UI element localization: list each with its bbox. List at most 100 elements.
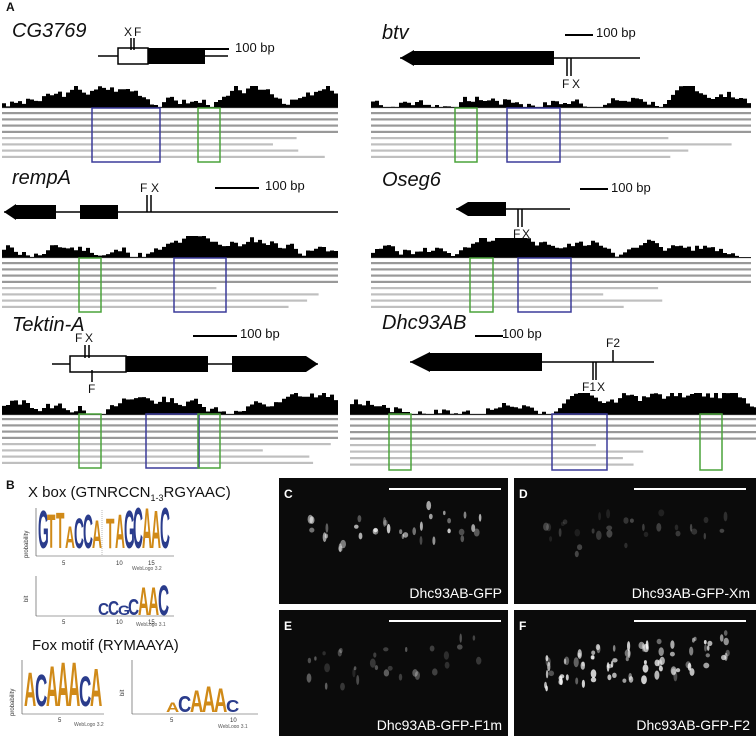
fox-title: Fox motif (RYMAAYA) xyxy=(32,637,179,654)
xbox-bit-letter-4: A xyxy=(138,581,149,625)
micrograph-c-label: Dhc93AB-GFP xyxy=(409,585,502,601)
xbox-prob-a-letter-5: C xyxy=(83,504,93,558)
xbox-prob-b-letter-5: A xyxy=(151,504,161,560)
micrograph-f-letter: F xyxy=(519,619,527,633)
gene-model-tektin-a xyxy=(52,345,318,382)
fox-prob-letter-0: A xyxy=(24,662,36,717)
xbox-prob-ylabel: probability xyxy=(24,531,30,558)
scale-label-4: 100 bp xyxy=(611,180,651,195)
micrograph-e-signal xyxy=(306,633,482,691)
conservation-histogram-0 xyxy=(2,86,338,108)
xbox-bit-tick-10: 10 xyxy=(116,620,123,626)
fox-prob-letter-2: A xyxy=(46,656,58,718)
fox-weblogo-32: WebLogo 3.2 xyxy=(74,722,104,728)
gene-model-btv xyxy=(400,50,640,76)
fox-bit-tick-5: 5 xyxy=(170,718,174,724)
xbox-highlight-5-0 xyxy=(551,413,608,471)
micrograph-d-signal xyxy=(543,509,728,558)
micrograph-f-signal xyxy=(544,630,730,692)
gene-title-btv: btv xyxy=(382,22,409,44)
gene-title-cg3769: CG3769 xyxy=(12,20,87,42)
xbox-tick-10: 10 xyxy=(116,561,123,566)
marker-rempa-x: X xyxy=(151,181,160,195)
fox-prob-letter-3: A xyxy=(57,656,69,720)
gene-models xyxy=(4,38,654,382)
scale-bar-2 xyxy=(565,34,593,36)
micrograph-e-label: Dhc93AB-GFP-F1m xyxy=(376,717,502,733)
micrograph-c-letter: C xyxy=(284,487,293,501)
conservation-histogram-4 xyxy=(2,393,338,415)
marker-tektin-f-lower: F xyxy=(88,382,96,396)
fox-bit-letter-1: C xyxy=(178,692,191,717)
xbox-prob-a-letter-4: C xyxy=(74,509,84,557)
micrograph-d-letter: D xyxy=(519,487,528,501)
xbox-bit-letter-6: C xyxy=(158,576,169,624)
xbox-tick-5: 5 xyxy=(62,561,66,566)
fox-bit-letter-4: A xyxy=(214,681,227,720)
scale-label-6: 100 bp xyxy=(502,326,542,341)
gene-title-oseg6: Oseg6 xyxy=(382,169,441,191)
fox-highlight-5-0 xyxy=(388,413,412,471)
scale-label-1: 100 bp xyxy=(235,40,275,55)
xbox-prob-b-letter-6: C xyxy=(160,504,170,560)
panel-b-letter: B xyxy=(6,478,15,492)
gene-title-dhc93ab: Dhc93AB xyxy=(382,312,467,334)
xbox-title-tail: RGYAAC) xyxy=(163,484,231,501)
xbox-bit-letter-2: G xyxy=(118,603,130,618)
marker-oseg6-f: F xyxy=(513,227,521,241)
fox-tick-5: 5 xyxy=(58,718,62,724)
gene-model-cg3769 xyxy=(98,38,228,65)
fox-highlight-1-0 xyxy=(454,107,478,163)
gene-title-rempa: rempA xyxy=(12,167,71,189)
marker-oseg6-x: X xyxy=(522,227,531,241)
fox-bit-ylabel: bit xyxy=(120,689,126,696)
scale-bar-4 xyxy=(580,188,608,190)
scale-bar-5 xyxy=(193,335,237,337)
xbox-highlight-1-0 xyxy=(506,107,561,163)
fox-bit-letter-2: A xyxy=(190,685,203,719)
conservation-histogram-1 xyxy=(371,86,751,108)
conservation-histogram-3 xyxy=(371,238,751,258)
fox-bit-letter-5: C xyxy=(226,697,239,716)
marker-tektin-x: X xyxy=(85,331,94,345)
marker-rempa-f: F xyxy=(140,181,148,195)
panel-a-letter: A xyxy=(6,0,15,14)
micrograph-e: E Dhc93AB-GFP-F1m xyxy=(279,610,508,736)
fox-bit-letter-3: A xyxy=(202,679,215,721)
fox-highlight-3-0 xyxy=(469,257,494,313)
fox-highlight-0-0 xyxy=(197,107,221,163)
xbox-prob-a-letter-6: A xyxy=(92,513,102,557)
micrograph-e-scalebar xyxy=(389,620,501,622)
fox-highlight-2-0 xyxy=(78,257,102,313)
gene-model-oseg6 xyxy=(456,202,570,227)
micrograph-f-scalebar xyxy=(634,620,746,622)
xbox-bit-tick-15: 15 xyxy=(148,620,155,626)
gene-model-rempa xyxy=(4,195,338,220)
gene-title-tektin-a: Tektin-A xyxy=(12,314,85,336)
alignment-graphics xyxy=(2,86,756,471)
fox-highlight-5-1 xyxy=(699,413,723,471)
marker-btv-f: F xyxy=(562,77,570,91)
xbox-highlight-3-0 xyxy=(517,257,572,313)
xbox-highlight-4-0 xyxy=(145,413,200,469)
fox-prob-letter-5: C xyxy=(79,668,91,715)
xbox-bit-letter-1: C xyxy=(108,597,119,619)
micrograph-c-scalebar xyxy=(389,488,501,490)
xbox-prob-b-letter-2: G xyxy=(124,504,135,560)
xbox-prob-b-letter-4: A xyxy=(142,504,152,560)
xbox-weblogo-32: WebLogo 3.2 xyxy=(132,566,162,572)
xbox-prob-a-letter-0: G xyxy=(38,504,49,560)
micrograph-c-signal xyxy=(307,500,482,553)
xbox-bit-letter-3: C xyxy=(128,595,139,621)
micrograph-f-label: Dhc93AB-GFP-F2 xyxy=(636,717,750,733)
conservation-histogram-2 xyxy=(2,236,338,258)
scale-label-3: 100 bp xyxy=(265,178,305,193)
xbox-bit-ylabel: bit xyxy=(24,595,30,602)
marker-tektin-f: F xyxy=(75,331,83,345)
conservation-tracks xyxy=(2,86,756,471)
scale-bar-6 xyxy=(475,335,503,337)
marker-cg3769-f: F xyxy=(134,25,142,39)
xbox-prob-a-letter-2: T xyxy=(56,504,64,559)
